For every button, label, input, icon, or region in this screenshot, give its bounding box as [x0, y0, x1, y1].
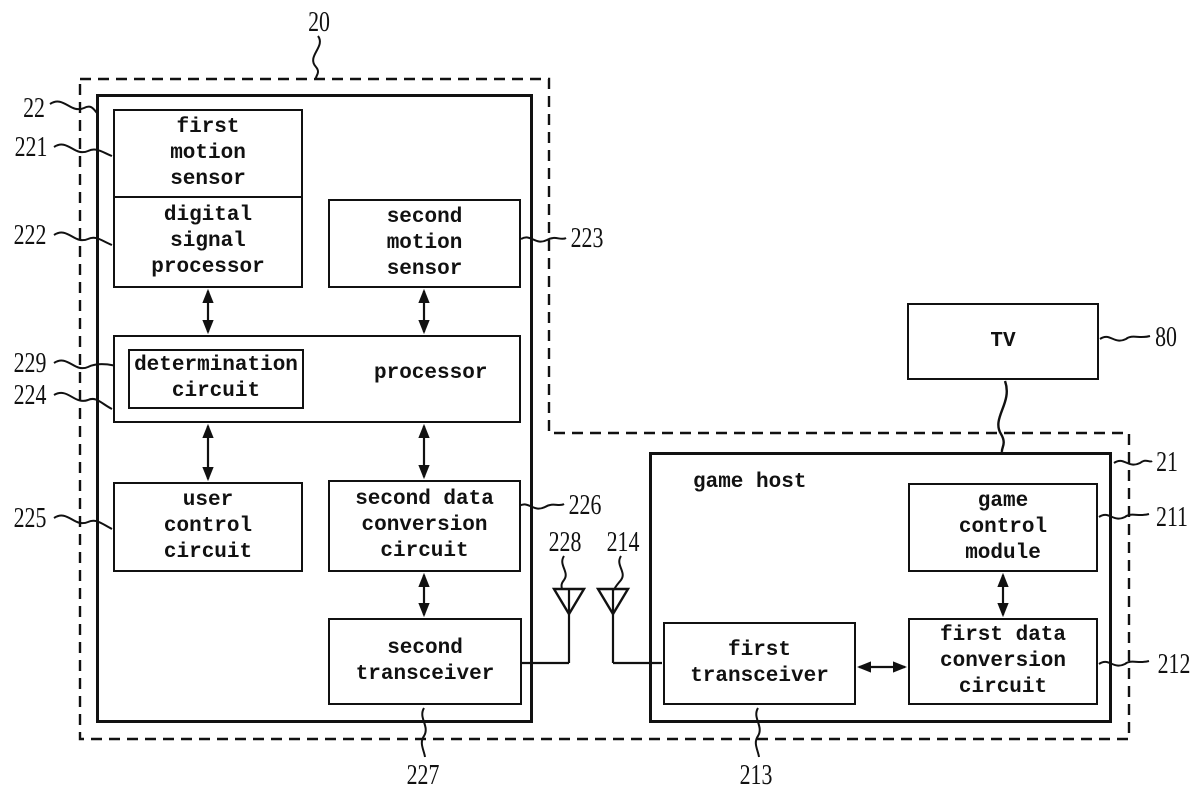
- ref-80-tv: 80: [1155, 322, 1177, 353]
- block-second-data-conversion-circuit: second data conversion circuit: [328, 480, 521, 572]
- block-determination-circuit: determination circuit: [128, 349, 304, 409]
- block-tv: TV: [907, 303, 1099, 380]
- block-second-motion-sensor: second motion sensor: [328, 199, 521, 288]
- leader-227: [420, 707, 427, 758]
- antenna-214-triangle: [595, 587, 631, 617]
- ref-223-second-motion-sensor: 223: [570, 223, 604, 254]
- ref-226-second-data-conversion: 226: [568, 490, 602, 521]
- leader-212: [1098, 660, 1150, 667]
- leader-224: [53, 392, 113, 410]
- ref-222-digital-signal-processor: 222: [13, 220, 47, 251]
- leader-80: [1099, 335, 1151, 342]
- ref-227-second-transceiver: 227: [406, 760, 440, 791]
- antenna-228-triangle: [551, 587, 587, 617]
- leader-228: [560, 555, 567, 591]
- leader-221: [53, 143, 113, 157]
- leader-223: [520, 236, 567, 243]
- ref-212-first-data-conversion: 212: [1157, 649, 1191, 680]
- ref-224-processor: 224: [13, 380, 47, 411]
- ref-225-user-control-circuit: 225: [13, 503, 47, 534]
- ref-221-first-motion-sensor: 221: [14, 132, 48, 163]
- game-host-outline-box-21: [649, 452, 1112, 723]
- antenna-214-feed-line: [611, 590, 662, 665]
- block-first-transceiver: first transceiver: [663, 622, 856, 705]
- block-user-control-circuit: user control circuit: [113, 482, 303, 572]
- leader-226: [518, 503, 565, 510]
- system-boundary-dashed-outline: [78, 77, 1131, 741]
- tv-game-host-link: [997, 380, 1008, 453]
- ref-229-determination-circuit: 229: [13, 348, 47, 379]
- ref-213-first-transceiver: 213: [739, 760, 773, 791]
- ref-20-system: 20: [308, 7, 330, 38]
- ref-214-host-antenna: 214: [606, 527, 640, 558]
- leader-21: [1113, 459, 1153, 466]
- leader-225: [53, 514, 113, 530]
- block-game-control-module: game control module: [908, 483, 1098, 572]
- antenna-228-feed-line: [521, 590, 571, 665]
- block-first-data-conversion-circuit: first data conversion circuit: [908, 618, 1098, 705]
- ref-21-game-host: 21: [1156, 447, 1178, 478]
- processor-label: processor: [374, 362, 488, 385]
- block-second-transceiver: second transceiver: [328, 618, 522, 705]
- ref-22-controller: 22: [23, 93, 45, 124]
- ref-211-game-control-module: 211: [1156, 502, 1188, 533]
- ref-228-controller-antenna: 228: [548, 527, 582, 558]
- controller-outline-box-22: [96, 94, 533, 723]
- leader-222: [53, 231, 113, 246]
- leader-22: [49, 100, 98, 114]
- antenna-icon-214: [595, 587, 662, 665]
- block-first-motion-sensor: first motion sensor: [113, 109, 303, 198]
- block-digital-signal-processor: digital signal processor: [113, 196, 303, 288]
- game-host-label: game host: [693, 471, 807, 494]
- leader-211: [1098, 513, 1150, 520]
- leader-214: [613, 555, 624, 591]
- antenna-icon-228: [521, 587, 587, 665]
- leader-20: [312, 35, 321, 80]
- leader-213: [754, 707, 761, 758]
